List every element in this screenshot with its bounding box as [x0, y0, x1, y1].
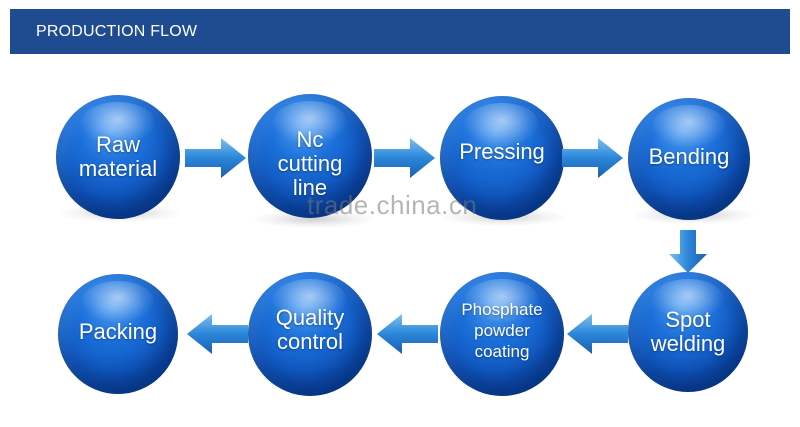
step-label: Bending: [648, 144, 730, 169]
step-label: Packing: [78, 319, 158, 344]
step-label: Pressing: [459, 139, 545, 164]
ball-shadow: [254, 210, 374, 228]
arrow-left-icon: [377, 314, 438, 354]
arrow-right-icon: [562, 138, 623, 178]
step-label: Quality control: [275, 305, 345, 354]
step-raw-material: Raw material: [56, 95, 180, 219]
step-spot-welding: Spot welding: [628, 272, 748, 392]
step-label: Nc cutting line: [277, 127, 343, 200]
step-pressing: Pressing: [440, 96, 564, 220]
step-label: Phosphate powder coating: [461, 299, 543, 361]
arrow-right-icon: [185, 138, 246, 178]
page-title: PRODUCTION FLOW: [36, 22, 198, 40]
arrow-down-icon: [669, 230, 707, 273]
step-bending: Bending: [628, 98, 750, 220]
arrow-left-icon: [187, 314, 248, 354]
step-quality-control: Quality control: [248, 272, 372, 396]
arrow-left-icon: [567, 314, 628, 354]
step-phosphate-powder-coating: Phosphate powder coating: [440, 272, 564, 396]
watermark: trade.china.cn: [307, 190, 478, 220]
step-nc-cutting-line: Nc cutting line: [248, 94, 372, 218]
step-packing: Packing: [58, 274, 178, 394]
header-bar: PRODUCTION FLOW: [10, 9, 790, 54]
step-label: Spot welding: [650, 307, 726, 356]
step-label: Raw material: [78, 132, 158, 181]
arrow-right-icon: [374, 138, 435, 178]
